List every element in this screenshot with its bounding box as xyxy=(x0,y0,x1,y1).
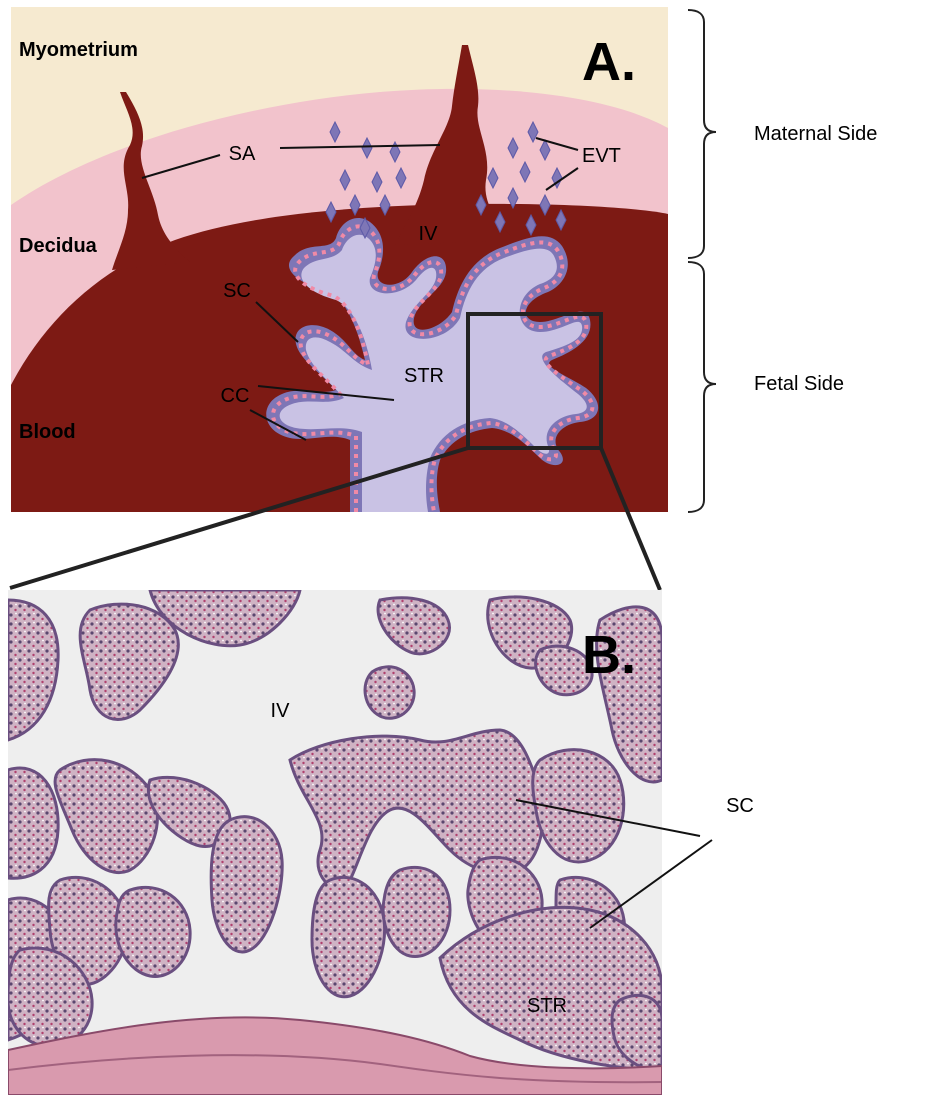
label-sa: SA xyxy=(229,143,256,165)
label-myometrium: Myometrium xyxy=(19,39,138,61)
fetal-side-bracket xyxy=(688,262,716,512)
label-cc: CC xyxy=(221,385,250,407)
label-iv-a: IV xyxy=(419,223,439,245)
label-str-b: STR xyxy=(527,995,567,1017)
label-maternal-side: Maternal Side xyxy=(754,123,877,145)
label-iv-b: IV xyxy=(271,700,291,722)
panel-a-schematic xyxy=(11,7,668,512)
label-sc-b: SC xyxy=(726,795,754,817)
label-decidua: Decidua xyxy=(19,235,98,257)
panel-a-letter: A. xyxy=(582,32,636,92)
label-sc-a: SC xyxy=(223,280,251,302)
panel-b-micrograph xyxy=(8,590,662,1095)
label-blood: Blood xyxy=(19,421,76,443)
maternal-side-bracket xyxy=(688,10,716,258)
label-fetal-side: Fetal Side xyxy=(754,373,844,395)
panel-b-letter: B. xyxy=(582,625,636,685)
label-str-a: STR xyxy=(404,365,444,387)
label-evt: EVT xyxy=(582,145,621,167)
